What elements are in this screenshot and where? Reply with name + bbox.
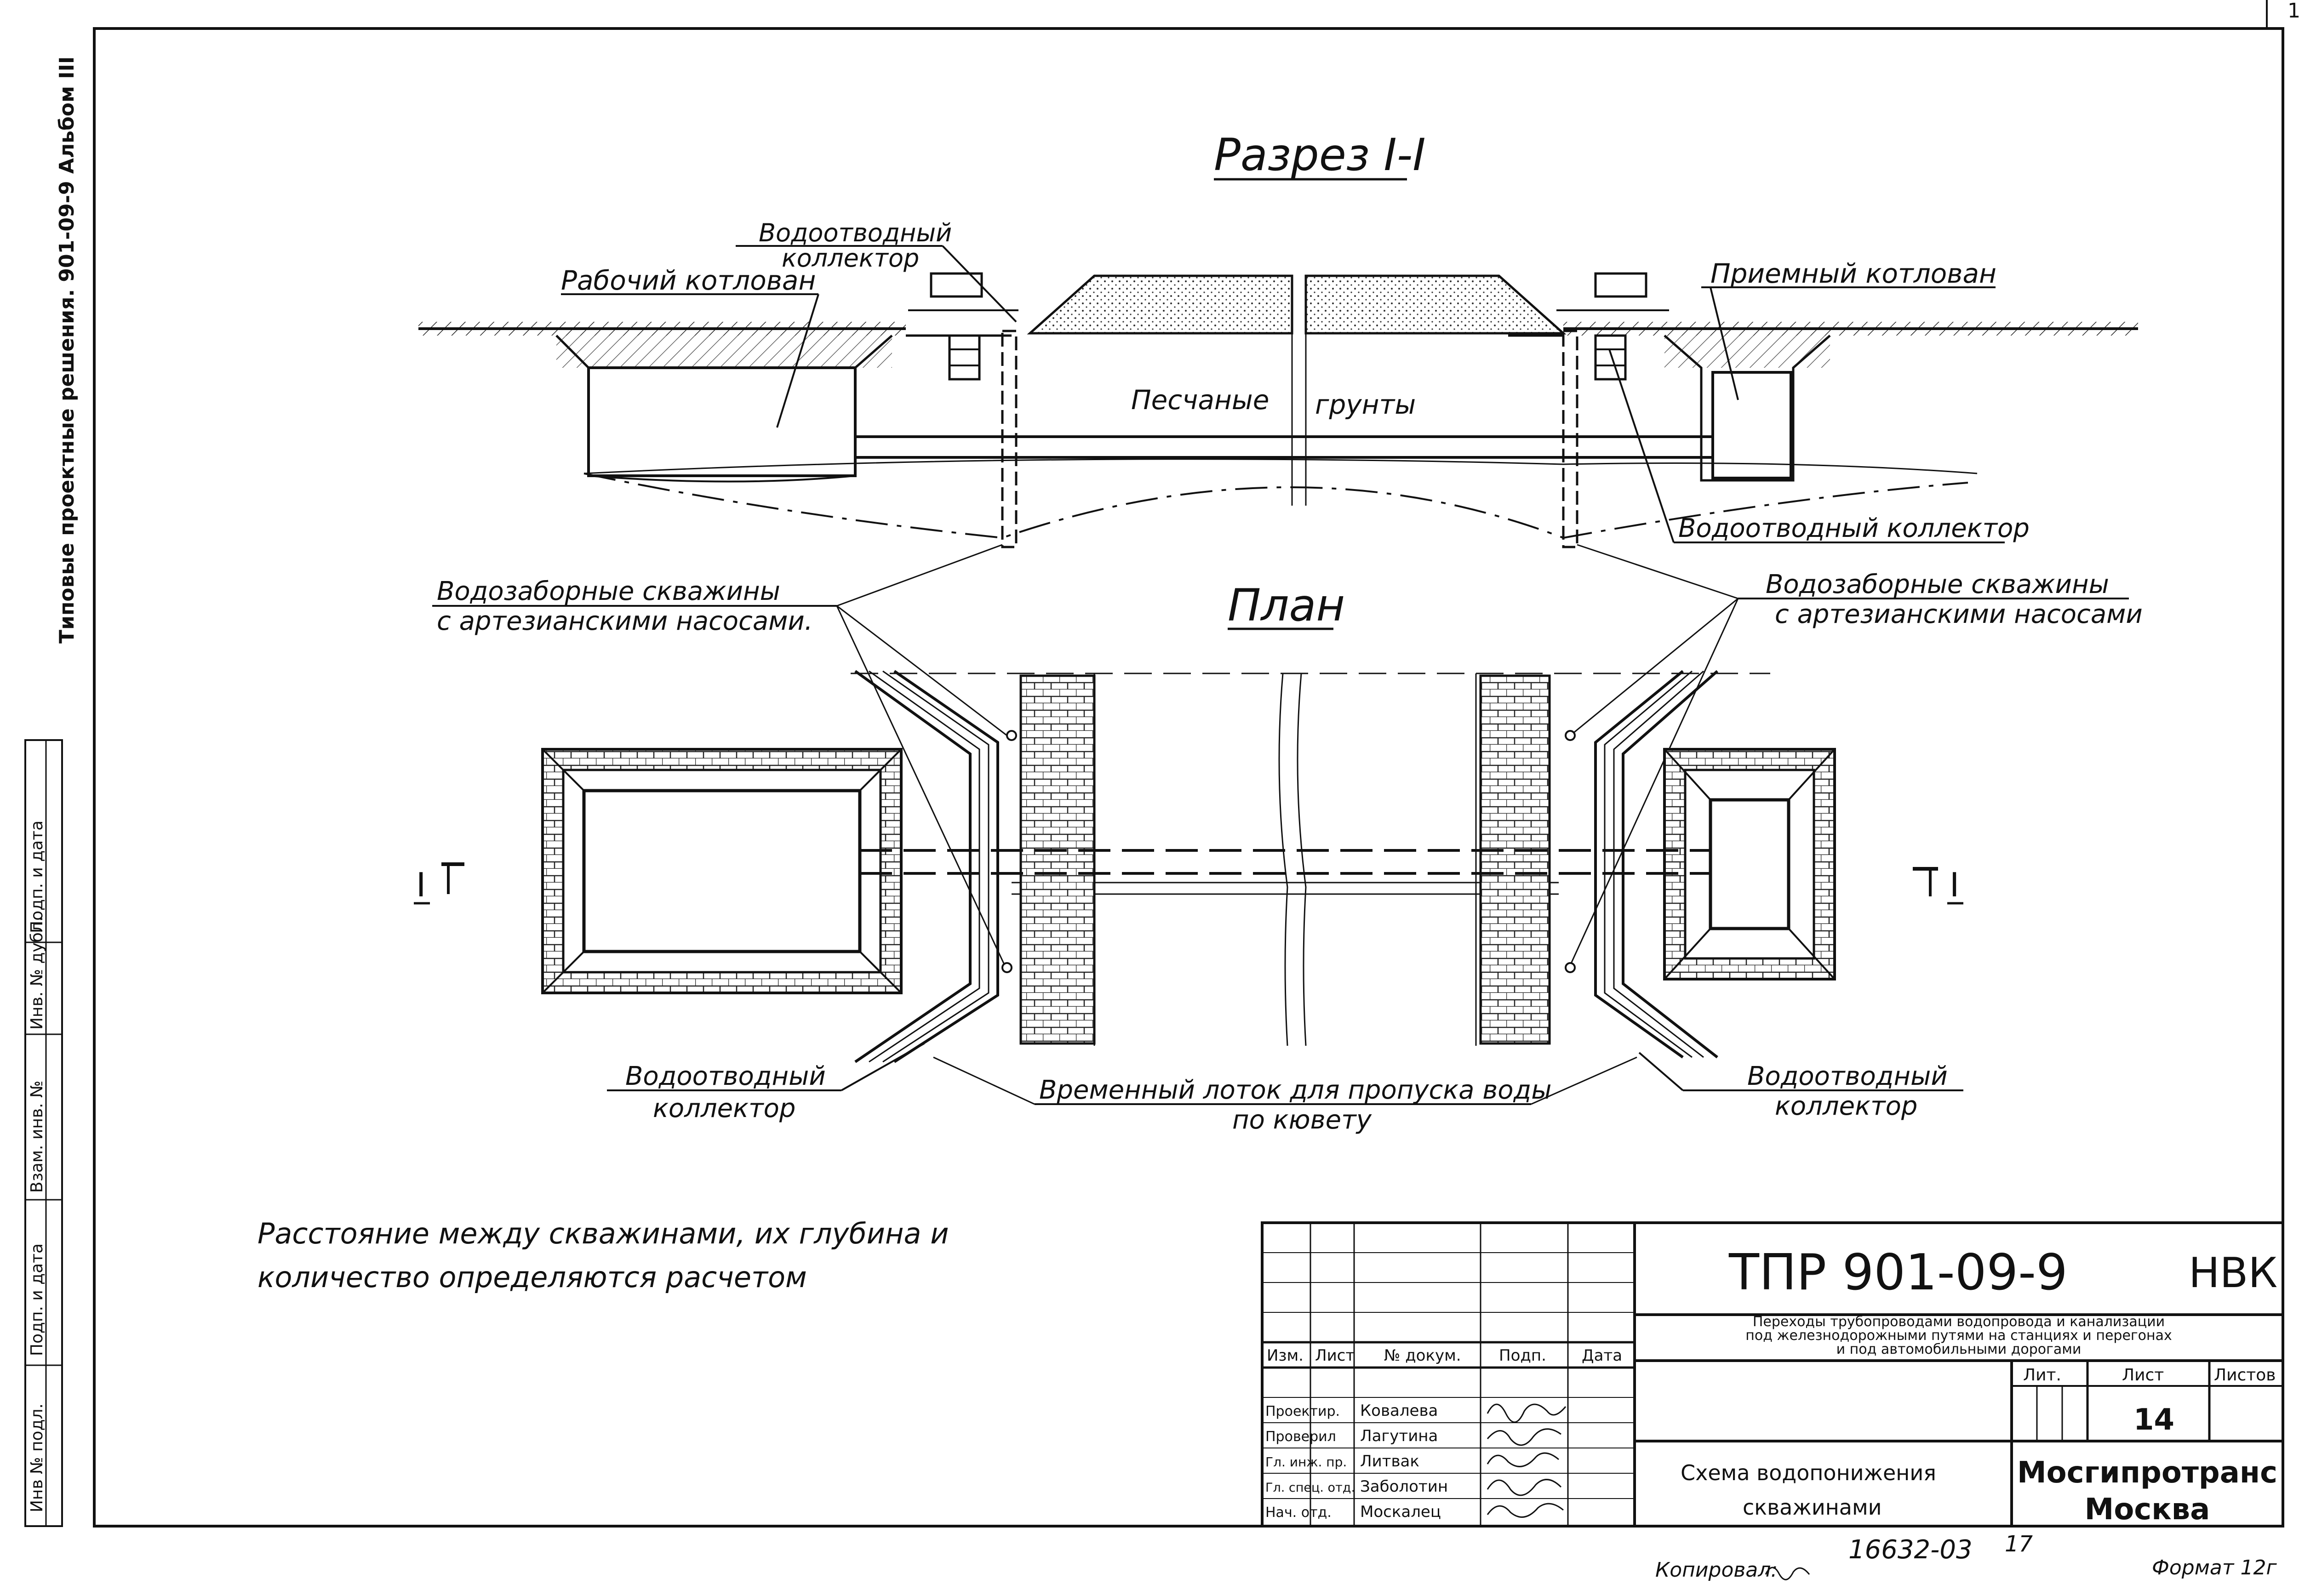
plan-collector-left-2: коллектор: [653, 1094, 795, 1123]
footer: Копировал: 16632-03 17 Формат 12г: [1655, 1531, 2277, 1582]
working-pit-label: Рабочий котлован: [561, 265, 816, 296]
header-date: Дата: [1582, 1346, 1622, 1365]
description-line-1: Переходы трубопроводами водопровода и ка…: [1753, 1314, 2165, 1330]
name-cell: Литвак: [1360, 1452, 1419, 1471]
role-cell: Нач. отд.: [1265, 1505, 1332, 1521]
name-cell: Лагутина: [1360, 1427, 1438, 1445]
role-cell: Гл. спец. отд.: [1265, 1481, 1355, 1495]
section-collector-label-1: Водоотводный: [759, 218, 952, 247]
org-line-2: Москва: [2085, 1493, 2210, 1527]
tray-label-1: Временный лоток для пропуска воды: [1039, 1075, 1551, 1105]
wells-right-line2: с артезианскими насосами: [1775, 599, 2143, 629]
title-block: Изм. Лист № докум. Подп. Дата Проектир. …: [1261, 1221, 2284, 1528]
plan-collector-right-2: коллектор: [1775, 1091, 1917, 1121]
role-cell: Проверил: [1265, 1429, 1336, 1445]
section-view: Разрез I-I Рабочий котлован Приемный кот…: [418, 129, 2138, 548]
sheets-label: Листов: [2214, 1366, 2276, 1385]
org-line-1: Мосгипротранс: [2017, 1456, 2277, 1490]
page-number: 16: [2288, 0, 2299, 23]
format-label: Формат 12г: [2152, 1556, 2277, 1579]
tray-label-2: по кювету: [1232, 1105, 1372, 1135]
description-line-3: и под автомобильными дорогами: [1836, 1341, 2082, 1357]
section-title: Разрез I-I: [1214, 129, 1426, 181]
stamp-cell: Подп. и дата: [28, 1243, 46, 1356]
stamp-cell: Подп. и дата: [28, 821, 46, 933]
inventory-suffix: 17: [2005, 1531, 2033, 1557]
cut-mark-left: I: [416, 866, 426, 904]
stamp-cell: Инв. № дубл.: [28, 917, 46, 1030]
sheet-number: 14: [2133, 1403, 2174, 1437]
side-strip: Типовые проектные решения. 901-09-9 Альб…: [24, 57, 79, 1527]
role-cell: Гл. инж. пр.: [1265, 1454, 1347, 1470]
section-right-collector-label: Водоотводный коллектор: [1678, 513, 2030, 543]
plan-collector-right-1: Водоотводный: [1747, 1061, 1948, 1091]
stamp-cell: Инв № подл.: [28, 1403, 46, 1512]
soil-label-1: Песчаные: [1131, 384, 1269, 416]
plan-view: План: [414, 580, 1963, 1135]
wells-left-line1: Водозаборные скважины: [437, 576, 780, 606]
doc-mark: НВК: [2189, 1249, 2277, 1297]
name-cell: Москалец: [1360, 1503, 1441, 1521]
doc-code: ТПР 901-09-9: [1728, 1244, 2068, 1301]
inventory-number: 16632-03: [1848, 1535, 1973, 1565]
plan-collector-left-1: Водоотводный: [625, 1061, 826, 1091]
sheet-frame: 16: [93, 0, 2299, 1528]
wells-labels: Водозаборные скважины с артезианскими на…: [432, 544, 2143, 966]
header-sign: Подп.: [1499, 1346, 1546, 1365]
description-line-2: под железнодорожными путями на станциях …: [1745, 1328, 2172, 1344]
role-cell: Проектир.: [1265, 1403, 1340, 1419]
header-list: Лист: [1315, 1346, 1355, 1365]
header-doc: № докум.: [1384, 1346, 1461, 1365]
note: Расстояние между скважинами, их глубина …: [257, 1217, 949, 1294]
soil-label-2: грунты: [1315, 389, 1416, 420]
note-line-1: Расстояние между скважинами, их глубина …: [257, 1217, 949, 1250]
section-collector-label-2: коллектор: [782, 244, 919, 273]
copied-label: Копировал:: [1655, 1558, 1778, 1582]
wells-right-line1: Водозаборные скважины: [1766, 570, 2109, 599]
sheet-title-2: скважинами: [1743, 1495, 1882, 1520]
header-izm: Изм.: [1267, 1346, 1304, 1365]
stamp-cell: Взам. инв. №: [28, 1081, 46, 1193]
name-cell: Заболотин: [1360, 1477, 1448, 1496]
cut-mark-right: I: [1950, 866, 1959, 904]
sheet-title-1: Схема водопонижения: [1681, 1460, 1936, 1485]
lit-label: Лит.: [2023, 1366, 2061, 1385]
plan-title: План: [1228, 580, 1345, 631]
sheet-label: Лист: [2122, 1366, 2164, 1385]
note-line-2: количество определяются расчетом: [257, 1260, 807, 1294]
album-label: Типовые проектные решения. 901-09-9 Альб…: [55, 57, 79, 644]
wells-left-line2: с артезианскими насосами.: [437, 606, 813, 636]
receiving-pit-label: Приемный котлован: [1710, 258, 1996, 289]
name-cell: Ковалева: [1360, 1402, 1438, 1420]
